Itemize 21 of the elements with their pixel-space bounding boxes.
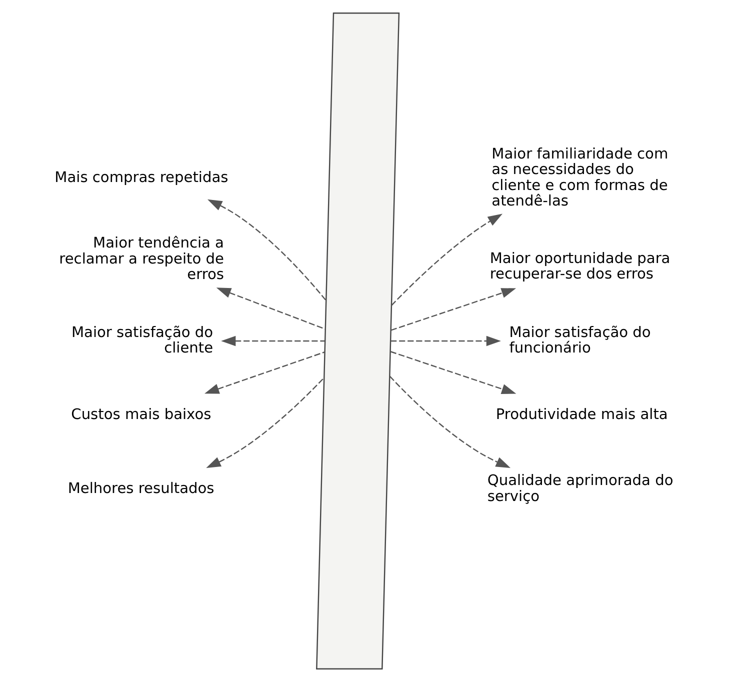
arrow <box>216 288 326 330</box>
node-text: Maior satisfação do cliente <box>71 324 214 357</box>
arrow <box>390 288 516 331</box>
node-text: Qualidade aprimorada do serviço <box>487 472 674 505</box>
arrow <box>390 336 501 346</box>
node-text: Melhores resultados <box>68 480 214 497</box>
node-text: Maior familiaridade com as necessidades do cliente e com formas de atendê-las <box>492 145 668 210</box>
arrow <box>390 351 516 394</box>
node-parallelogram <box>316 12 400 670</box>
arrow <box>391 214 502 306</box>
arrow <box>204 352 325 394</box>
node-text: Maior tendência a reclamar a respeito de erros <box>59 234 224 284</box>
node-text: Maior satisfação do funcionário <box>509 324 651 357</box>
arrow <box>207 199 327 301</box>
node-text: Custos mais baixos <box>71 406 212 423</box>
node-text: Produtividade mais alta <box>496 406 668 423</box>
arrow <box>221 336 325 346</box>
arrow <box>206 378 324 468</box>
node-text: Maior oportunidade para recuperar-se dos erros <box>490 250 670 283</box>
node-text: Mais compras repetidas <box>54 169 228 186</box>
arrow <box>389 376 511 468</box>
